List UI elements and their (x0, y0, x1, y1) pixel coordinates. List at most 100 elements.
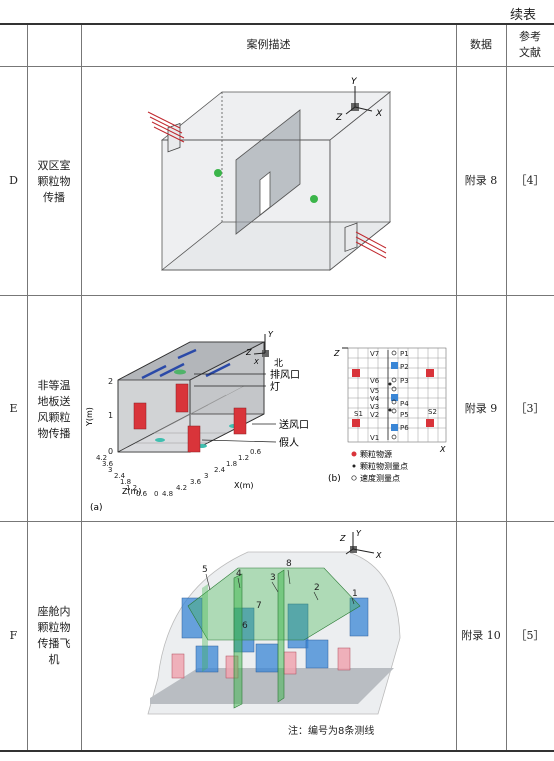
figure-e-a-room: Y Z X 北 排风口 灯 送风口 假人 Y(m) 0 1 2 4.2 3.6 … (85, 330, 309, 513)
svg-text:P4: P4 (400, 400, 409, 408)
svg-text:X: X (253, 358, 259, 366)
svg-text:Z: Z (245, 348, 252, 357)
axis-triad-e: Y Z X 北 (245, 330, 283, 369)
svg-text:7: 7 (256, 601, 262, 611)
svg-text:V6: V6 (370, 377, 380, 385)
svg-text:S1: S1 (354, 410, 363, 418)
svg-text:0: 0 (108, 447, 113, 456)
svg-text:4.2: 4.2 (176, 484, 187, 492)
row-f-ref: ［5］ (515, 629, 545, 642)
svg-text:8: 8 (286, 559, 292, 569)
figure-d-two-zone-room: Y X Z (147, 77, 392, 271)
axis-x-label: X (375, 109, 383, 119)
svg-text:4: 4 (236, 569, 242, 579)
exhaust-label: 排风口 (270, 368, 300, 381)
svg-text:P5: P5 (400, 411, 409, 419)
svg-text:Y: Y (356, 529, 362, 538)
figure-f-cabin: 1 2 3 4 5 6 7 8 Y Z X 注：编号为8条测线 (147, 529, 401, 737)
svg-text:3: 3 (270, 573, 276, 583)
lamp-label: 灯 (270, 381, 280, 393)
svg-text:V2: V2 (370, 411, 379, 419)
svg-text:1.2: 1.2 (126, 484, 137, 492)
table-top-rule (0, 23, 554, 25)
col-divider-3 (456, 25, 457, 750)
legend-velocity-point: 速度测量点 (360, 473, 400, 483)
svg-text:3: 3 (108, 466, 112, 474)
dummy-label: 假人 (279, 436, 299, 449)
svg-text:Z: Z (333, 349, 340, 358)
z-axis-title: Z(m) (122, 487, 142, 496)
north-label: 北 (274, 358, 283, 369)
axis-triad-d: Y X Z (335, 77, 383, 123)
measurement-point-2 (310, 195, 318, 203)
table-bottom-rule (0, 750, 554, 752)
outlet-vent (344, 222, 358, 252)
continued-label: 续表 (509, 8, 536, 23)
svg-text:1: 1 (352, 589, 358, 599)
svg-text:2.4: 2.4 (114, 472, 126, 480)
svg-text:P6: P6 (400, 424, 409, 432)
legend-particle-point: 颗粒物测量点 (360, 461, 408, 471)
row-e-data: 附录 9 (464, 402, 498, 415)
row-f-id: F (9, 629, 18, 642)
svg-text:4.8: 4.8 (162, 490, 173, 498)
svg-text:V1: V1 (370, 434, 379, 442)
svg-text:1.8: 1.8 (226, 460, 237, 468)
figure-e-b-plan: Z X V7 V6 V5 V4 V3 V2 V1 P1 P2 P3 P4 P5 … (328, 347, 447, 484)
svg-text:V4: V4 (370, 395, 380, 403)
svg-text:2.4: 2.4 (214, 466, 226, 474)
svg-text:1: 1 (108, 411, 113, 420)
svg-text:0.6: 0.6 (136, 490, 148, 498)
svg-text:P1: P1 (400, 350, 409, 358)
row-e-id: E (9, 402, 18, 415)
svg-text:2: 2 (314, 583, 320, 593)
row-f-data: 附录 10 (461, 629, 501, 642)
header-desc: 案例描述 (246, 38, 291, 51)
figure-f-note: 注：编号为8条测线 (288, 724, 374, 737)
row-e-bottom-rule (0, 521, 554, 522)
panel-a-label: (a) (90, 503, 103, 513)
svg-text:X: X (375, 551, 382, 560)
row-d-ref: ［4］ (515, 174, 545, 187)
supply-label: 送风口 (279, 418, 309, 431)
col-divider-1 (27, 25, 28, 750)
row-d-data: 附录 8 (464, 174, 498, 187)
svg-text:X: X (439, 445, 446, 454)
svg-text:6: 6 (242, 621, 248, 631)
svg-text:1.8: 1.8 (120, 478, 131, 486)
row-d-bottom-rule (0, 295, 554, 296)
axis-triad-f: Y Z X (339, 529, 382, 560)
row-e-name: 非等温 地板送 风颗粒 物传播 (37, 379, 71, 440)
svg-text:0: 0 (154, 490, 158, 498)
x-axis-title: X(m) (234, 481, 254, 490)
panel-b-label: (b) (328, 474, 341, 484)
legend-source: 颗粒物源 (360, 449, 392, 459)
y-axis-title: Y(m) (85, 407, 94, 427)
header-ref: 参考 文献 (519, 30, 541, 59)
svg-text:P3: P3 (400, 377, 409, 385)
svg-text:1.2: 1.2 (238, 454, 249, 462)
header-data: 数据 (470, 38, 492, 51)
row-d-id: D (9, 174, 18, 187)
svg-text:4.2: 4.2 (96, 454, 107, 462)
svg-text:P2: P2 (400, 363, 409, 371)
svg-text:3: 3 (204, 472, 208, 480)
row-e-ref: ［3］ (515, 402, 545, 415)
svg-text:V5: V5 (370, 387, 379, 395)
svg-text:0.6: 0.6 (250, 448, 262, 456)
axis-z-label: Z (335, 113, 343, 123)
col-divider-4 (506, 25, 507, 750)
svg-text:2: 2 (108, 377, 113, 386)
svg-text:V3: V3 (370, 403, 379, 411)
inlet-vent (167, 122, 181, 153)
row-f-name: 座舱内 颗粒物 传播飞 机 (37, 605, 71, 666)
axis-y-label: Y (351, 77, 358, 87)
svg-text:Z: Z (339, 534, 346, 543)
svg-text:V7: V7 (370, 350, 379, 358)
svg-text:Y: Y (268, 330, 274, 339)
svg-text:5: 5 (202, 565, 208, 575)
row-d-name: 双区室 颗粒物 传播 (37, 159, 71, 204)
svg-text:3.6: 3.6 (102, 460, 114, 468)
header-bottom-rule (0, 66, 554, 67)
svg-text:3.6: 3.6 (190, 478, 202, 486)
